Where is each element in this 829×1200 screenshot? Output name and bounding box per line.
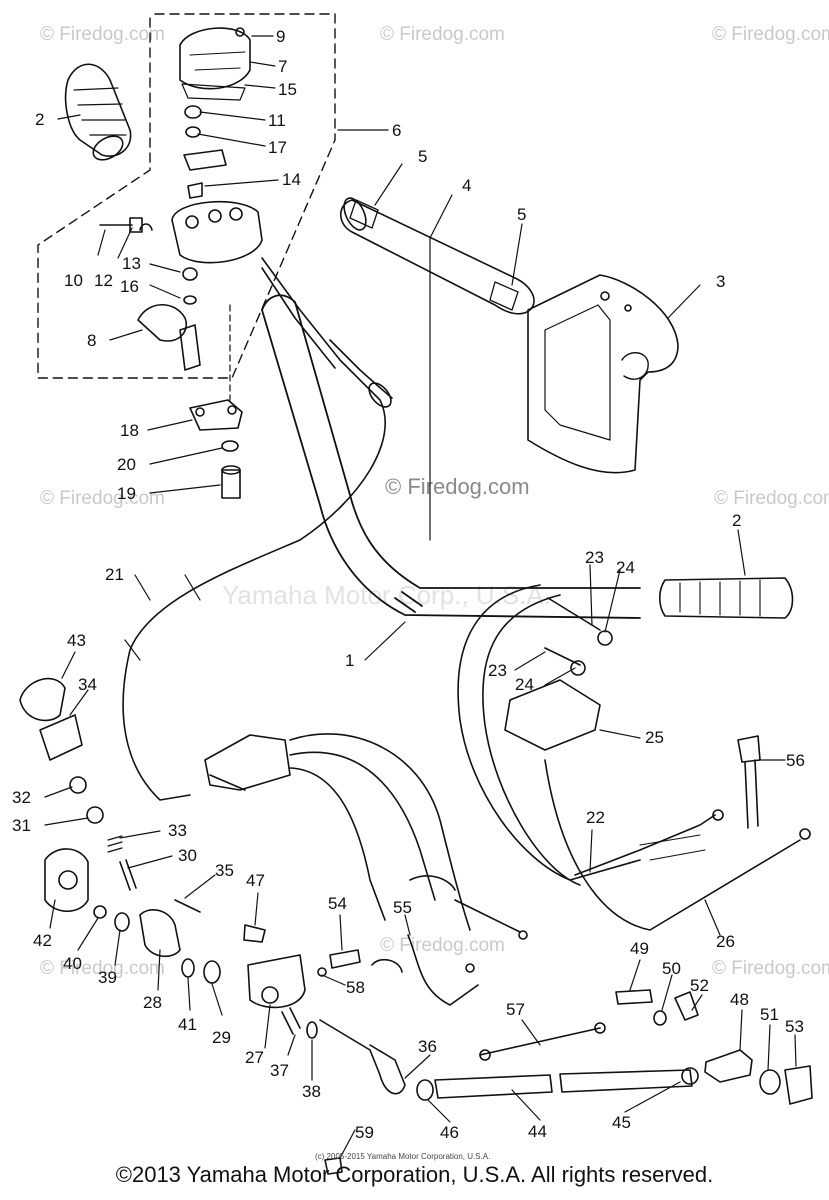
callout-1: 1 [345,651,354,670]
callout-8: 8 [87,331,96,350]
callout-49: 49 [630,939,649,958]
callout-25: 25 [645,728,664,747]
copyright-footer: ©2013 Yamaha Motor Corporation, U.S.A. A… [115,1162,714,1187]
callout-7: 7 [278,57,287,76]
callout-19: 19 [117,484,136,503]
linkage-parts [243,924,606,1095]
callout-54: 54 [328,894,347,913]
callout-labels: 9 7 15 2 11 17 6 14 5 4 5 3 10 12 13 16 … [12,27,805,1142]
callout-45: 45 [612,1113,631,1132]
handlebar [261,294,641,619]
callout-30: 30 [178,846,197,865]
callout-10: 10 [64,271,83,290]
callout-23-lower: 23 [488,661,507,680]
callout-42: 42 [33,931,52,950]
callout-43: 43 [67,631,86,650]
callout-58: 58 [346,978,365,997]
lower-right-parts [324,735,813,1175]
small-copyright: (c) 2005-2015 Yamaha Motor Corporation, … [315,1152,491,1161]
leader-lines [44,35,797,1159]
callout-14: 14 [282,170,301,189]
callout-23-upper: 23 [585,548,604,567]
callout-27: 27 [245,1048,264,1067]
callout-41: 41 [178,1015,197,1034]
watermark-center: © Firedog.com [385,474,530,499]
watermark-top-right: © Firedog.com [712,24,829,45]
callout-28: 28 [143,993,162,1012]
callout-37: 37 [270,1061,289,1080]
callout-16: 16 [120,277,139,296]
callout-38: 38 [302,1082,321,1101]
watermark-bottom-center: © Firedog.com [380,935,505,956]
switch-harness [204,733,528,973]
callout-39: 39 [98,968,117,987]
callout-21: 21 [105,565,124,584]
callout-15: 15 [278,80,297,99]
callout-12: 12 [94,271,113,290]
callout-18: 18 [120,421,139,440]
callout-20: 20 [117,455,136,474]
callout-51: 51 [760,1005,779,1024]
callout-6: 6 [392,121,401,140]
callout-29: 29 [212,1028,231,1047]
callout-48: 48 [730,990,749,1009]
callout-52: 52 [690,976,709,995]
callout-56: 56 [786,751,805,770]
watermark-top-center: © Firedog.com [380,24,505,45]
callout-47: 47 [246,871,265,890]
callout-35: 35 [215,861,234,880]
watermark-bottom-right: © Firedog.com [712,958,829,979]
throttle-housing [99,27,263,371]
switch-parts-left [19,677,221,984]
callout-11: 11 [268,111,286,130]
callout-33: 33 [168,821,187,840]
callout-59: 59 [355,1123,374,1142]
callout-44: 44 [528,1122,547,1141]
callout-53: 53 [785,1017,804,1036]
callout-17: 17 [268,138,287,157]
callout-55: 55 [393,898,412,917]
callout-26: 26 [716,932,735,951]
callout-4: 4 [462,176,471,195]
callout-22: 22 [586,808,605,827]
right-grip [658,577,794,619]
left-grip [64,63,132,161]
callout-40: 40 [63,954,82,973]
callout-32: 32 [12,788,31,807]
callout-46: 46 [440,1123,459,1142]
assembly-6-boundary [37,13,336,379]
watermark-mid-right: © Firedog.com [714,488,829,509]
watermark-mid-left: © Firedog.com [40,488,165,509]
brake-cable-assembly [457,584,811,931]
callout-5-left: 5 [418,147,427,166]
clamp-bolt-group [189,304,243,499]
watermark-bottom-left: © Firedog.com [40,958,165,979]
handlebar-cover [527,274,679,474]
callout-13: 13 [122,254,141,273]
throttle-cable [122,257,393,801]
callout-24-lower: 24 [515,675,534,694]
callout-36: 36 [418,1037,437,1056]
callout-9: 9 [276,27,285,46]
callout-2-left: 2 [35,110,44,129]
callout-31: 31 [12,816,31,835]
crossbar-pad [339,197,535,315]
callout-50: 50 [662,959,681,978]
callout-24-upper: 24 [616,558,635,577]
callout-2-right: 2 [732,511,741,530]
watermark-top-left: © Firedog.com [40,24,165,45]
callout-5-right: 5 [517,205,526,224]
callout-3: 3 [716,272,725,291]
callout-57: 57 [506,1000,525,1019]
callout-34: 34 [78,675,97,694]
